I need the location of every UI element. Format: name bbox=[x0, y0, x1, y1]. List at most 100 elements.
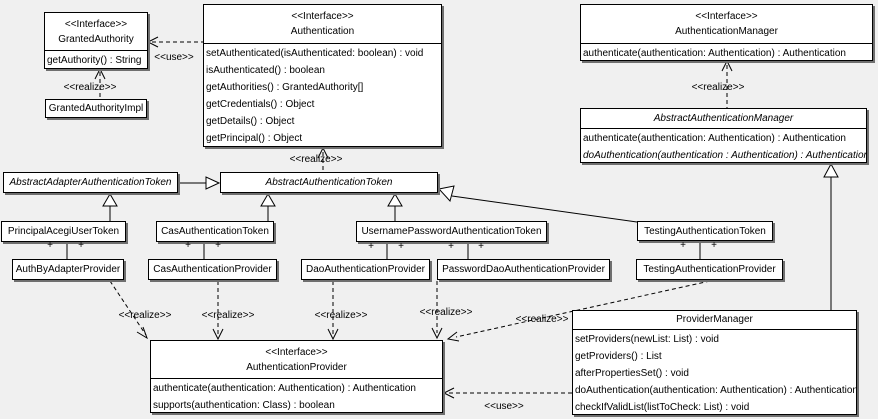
class-box-principal-acegi-user-token[interactable]: PrincipalAcegiUserToken bbox=[1, 221, 126, 242]
class-box-granted-authority[interactable]: <<Interface>> GrantedAuthority getAuthor… bbox=[44, 12, 148, 69]
class-box-granted-authority-impl[interactable]: GrantedAuthorityImpl bbox=[45, 99, 147, 118]
multiplicity-label: + bbox=[215, 240, 221, 251]
stereotype-label: <<Interface>> bbox=[291, 11, 354, 22]
multiplicity-label: + bbox=[711, 240, 717, 251]
class-box-cas-authentication-provider[interactable]: CasAuthenticationProvider bbox=[148, 259, 277, 280]
methods-compartment: authenticate(authentication: Authenticat… bbox=[581, 128, 867, 162]
generalization-adapter-token-to-abstract-token bbox=[178, 176, 221, 190]
realize-testingprovider bbox=[455, 280, 711, 338]
edge-label-realize-dao: <<realize>> bbox=[314, 310, 368, 321]
method-item: setProviders(newList: List) : void bbox=[575, 334, 719, 345]
class-name: GrantedAuthorityImpl bbox=[48, 103, 144, 114]
edge-label-realize-authbyadapter: <<realize>> bbox=[118, 310, 172, 321]
method-item: getProviders() : List bbox=[575, 351, 662, 362]
stereotype-label: <<Interface>> bbox=[64, 19, 128, 30]
class-box-cas-authentication-token[interactable]: CasAuthenticationToken bbox=[156, 221, 274, 242]
edge-label-realize-testing: <<realize>> bbox=[515, 314, 569, 325]
method-item: getAuthorities() : GrantedAuthority[] bbox=[206, 82, 364, 93]
realize-authbyadapter-provider bbox=[109, 280, 147, 336]
edge-label-use-top: <<use>> bbox=[154, 52, 194, 63]
methods-compartment: authenticate(authentication: Authenticat… bbox=[581, 43, 872, 60]
class-name: AuthByAdapterProvider bbox=[15, 264, 121, 275]
method-item: getPrincipal() : Object bbox=[206, 133, 303, 144]
edge-label-realize-grantedauthority: <<realize>> bbox=[63, 82, 117, 93]
stereotype-label: <<Interface>> bbox=[695, 11, 758, 22]
multiplicity-label: + bbox=[448, 241, 454, 252]
class-box-authentication[interactable]: <<Interface>> Authentication setAuthenti… bbox=[203, 4, 442, 147]
class-name: CasAuthenticationProvider bbox=[153, 264, 272, 275]
class-box-dao-authentication-provider[interactable]: DaoAuthenticationProvider bbox=[301, 259, 430, 280]
methods-compartment: setProviders(newList: List) : void getPr… bbox=[573, 329, 857, 414]
multiplicity-label: + bbox=[368, 241, 374, 252]
multiplicity-label: + bbox=[47, 240, 53, 251]
class-name: AuthenticationProvider bbox=[246, 362, 347, 373]
multiplicity-label: + bbox=[398, 241, 404, 252]
method-item: authenticate(authentication: Authenticat… bbox=[153, 383, 416, 394]
class-box-testing-authentication-token[interactable]: TestingAuthenticationToken bbox=[637, 221, 773, 241]
class-name: AbstractAdapterAuthenticationToken bbox=[9, 177, 172, 188]
generalization-principal-token bbox=[102, 193, 118, 222]
open-arrowheads bbox=[94, 36, 733, 399]
class-name: AuthenticationManager bbox=[675, 26, 778, 37]
method-item: doAuthentication(authentication: Authent… bbox=[575, 385, 857, 396]
method-item: setAuthenticated(isAuthenticated: boolea… bbox=[206, 48, 424, 59]
multiplicity-label: + bbox=[185, 240, 191, 251]
class-title: <<Interface>> GrantedAuthority bbox=[45, 13, 147, 50]
class-name: AbstractAuthenticationToken bbox=[265, 177, 393, 188]
method-item: checkIfValidList(listToCheck: List) : vo… bbox=[575, 402, 750, 413]
method-item-abstract: doAuthentication(authentication : Authen… bbox=[583, 150, 867, 161]
generalization-testing-token bbox=[438, 185, 638, 223]
class-box-authentication-manager[interactable]: <<Interface>> AuthenticationManager auth… bbox=[580, 4, 873, 61]
class-box-provider-manager[interactable]: ProviderManager setProviders(newList: Li… bbox=[572, 310, 857, 415]
method-item: getAuthority() : String bbox=[47, 55, 142, 66]
class-name: TestingAuthenticationProvider bbox=[643, 264, 776, 275]
class-name: PrincipalAcegiUserToken bbox=[7, 226, 120, 237]
class-name: Authentication bbox=[290, 26, 355, 37]
class-title: <<Interface>> AuthenticationProvider bbox=[151, 341, 442, 378]
class-name: ProviderManager bbox=[676, 314, 753, 325]
class-box-abstract-adapter-authentication-token[interactable]: AbstractAdapterAuthenticationToken bbox=[3, 172, 178, 193]
dashed-edges bbox=[99, 41, 728, 394]
class-title: <<Interface>> Authentication bbox=[204, 5, 441, 43]
multiplicity-label: + bbox=[78, 240, 84, 251]
class-name: CasAuthenticationToken bbox=[161, 226, 269, 237]
class-name: AbstractAuthenticationManager bbox=[653, 112, 794, 124]
class-title: <<Interface>> AuthenticationManager bbox=[581, 5, 872, 43]
class-name: GrantedAuthority bbox=[58, 34, 134, 45]
method-item: authenticate(authentication: Authenticat… bbox=[583, 48, 846, 59]
edge-label-realize-authenticationmanager: <<realize>> bbox=[691, 82, 745, 93]
method-item: supports(authentication: Class) : boolea… bbox=[153, 400, 335, 411]
method-item: afterPropertiesSet() : void bbox=[575, 368, 689, 379]
class-box-testing-authentication-provider[interactable]: TestingAuthenticationProvider bbox=[636, 259, 783, 280]
multiplicity-label: + bbox=[478, 241, 484, 252]
method-item: getCredentials() : Object bbox=[206, 99, 315, 110]
generalization-cas-token bbox=[260, 193, 276, 222]
methods-compartment: authenticate(authentication: Authenticat… bbox=[151, 378, 442, 412]
method-item: authenticate(authentication: Authenticat… bbox=[583, 133, 846, 144]
class-title: ProviderManager bbox=[573, 311, 856, 329]
multiplicity-label: + bbox=[680, 240, 686, 251]
methods-compartment: getAuthority() : String bbox=[45, 50, 147, 68]
class-box-abstract-authentication-manager[interactable]: AbstractAuthenticationManager authentica… bbox=[580, 108, 867, 163]
methods-compartment: setAuthenticated(isAuthenticated: boolea… bbox=[204, 43, 441, 146]
edge-label-realize-authentication: <<realize>> bbox=[289, 154, 343, 165]
method-item: isAuthenticated() : boolean bbox=[206, 65, 325, 76]
edge-label-realize-cas: <<realize>> bbox=[201, 310, 255, 321]
stereotype-label: <<Interface>> bbox=[265, 347, 328, 358]
class-name: TestingAuthenticationToken bbox=[644, 225, 766, 237]
class-box-abstract-authentication-token[interactable]: AbstractAuthenticationToken bbox=[220, 172, 438, 193]
class-name: PasswordDaoAuthenticationProvider bbox=[442, 264, 605, 275]
generalization-usernamepassword-token bbox=[387, 193, 403, 222]
class-title: AbstractAuthenticationManager bbox=[581, 109, 866, 128]
edge-label-realize-passworddao: <<realize>> bbox=[419, 307, 473, 318]
edge-label-use-bottom: <<use>> bbox=[484, 401, 524, 412]
class-box-username-password-authentication-token[interactable]: UsernamePasswordAuthenticationToken bbox=[356, 221, 547, 242]
method-item: getDetails() : Object bbox=[206, 116, 295, 127]
generalization-providermanager-to-abstractmanager bbox=[823, 162, 839, 311]
class-box-password-dao-authentication-provider[interactable]: PasswordDaoAuthenticationProvider bbox=[437, 259, 610, 280]
class-box-authentication-provider[interactable]: <<Interface>> AuthenticationProvider aut… bbox=[150, 340, 443, 413]
class-box-auth-by-adapter-provider[interactable]: AuthByAdapterProvider bbox=[12, 259, 124, 280]
class-name: UsernamePasswordAuthenticationToken bbox=[361, 226, 542, 237]
